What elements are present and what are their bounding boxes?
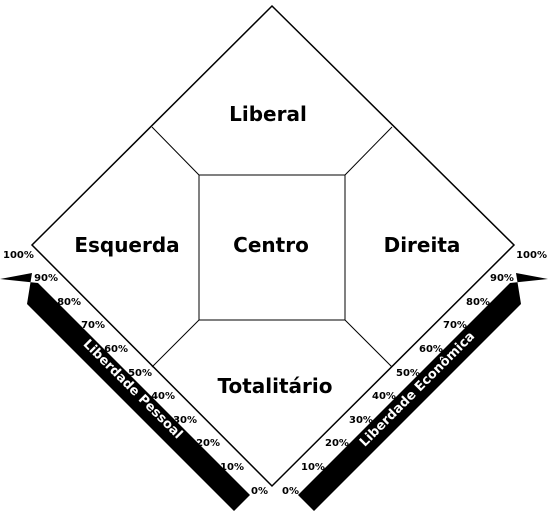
right-axis-arrow	[298, 273, 548, 511]
left-tick-30: 30%	[173, 415, 197, 426]
divider-bottom-right	[344, 319, 393, 368]
region-esquerda: Esquerda	[74, 233, 179, 257]
center-square	[198, 174, 346, 321]
right-tick-20: 20%	[325, 438, 349, 449]
right-tick-50: 50%	[396, 368, 420, 379]
region-centro: Centro	[233, 233, 309, 257]
right-tick-0: 0%	[282, 486, 299, 497]
right-tick-90: 90%	[490, 273, 514, 284]
left-axis-arrow	[0, 273, 250, 511]
left-tick-10: 10%	[220, 462, 244, 473]
left-tick-50: 50%	[128, 368, 152, 379]
region-liberal: Liberal	[229, 102, 307, 126]
left-tick-20: 20%	[196, 438, 220, 449]
right-tick-80: 80%	[466, 297, 490, 308]
right-tick-10: 10%	[301, 462, 325, 473]
right-tick-30: 30%	[349, 415, 373, 426]
left-tick-0: 0%	[251, 486, 268, 497]
right-tick-100: 100%	[516, 250, 547, 261]
outer-diamond	[30, 4, 516, 488]
left-tick-100: 100%	[3, 250, 34, 261]
left-axis-title: Liberdade Pessoal	[80, 337, 185, 442]
left-tick-90: 90%	[34, 273, 58, 284]
right-axis-title: Liberdade Econômica	[357, 329, 478, 450]
divider-top-left	[151, 126, 200, 176]
left-tick-70: 70%	[81, 320, 105, 331]
right-tick-70: 70%	[443, 320, 467, 331]
left-axis-ticks: 0% 10% 20% 30% 40% 50% 60% 70% 80% 90% 1…	[3, 250, 268, 497]
left-tick-40: 40%	[151, 391, 175, 402]
left-tick-60: 60%	[104, 344, 128, 355]
divider-top-right	[344, 126, 393, 176]
left-tick-80: 80%	[57, 297, 81, 308]
right-tick-60: 60%	[419, 344, 443, 355]
right-axis-ticks: 0% 10% 20% 30% 40% 50% 60% 70% 80% 90% 1…	[282, 250, 547, 497]
right-tick-40: 40%	[372, 391, 396, 402]
divider-bottom-left	[151, 319, 200, 368]
region-totalitario: Totalitário	[217, 374, 332, 398]
region-direita: Direita	[384, 233, 461, 257]
